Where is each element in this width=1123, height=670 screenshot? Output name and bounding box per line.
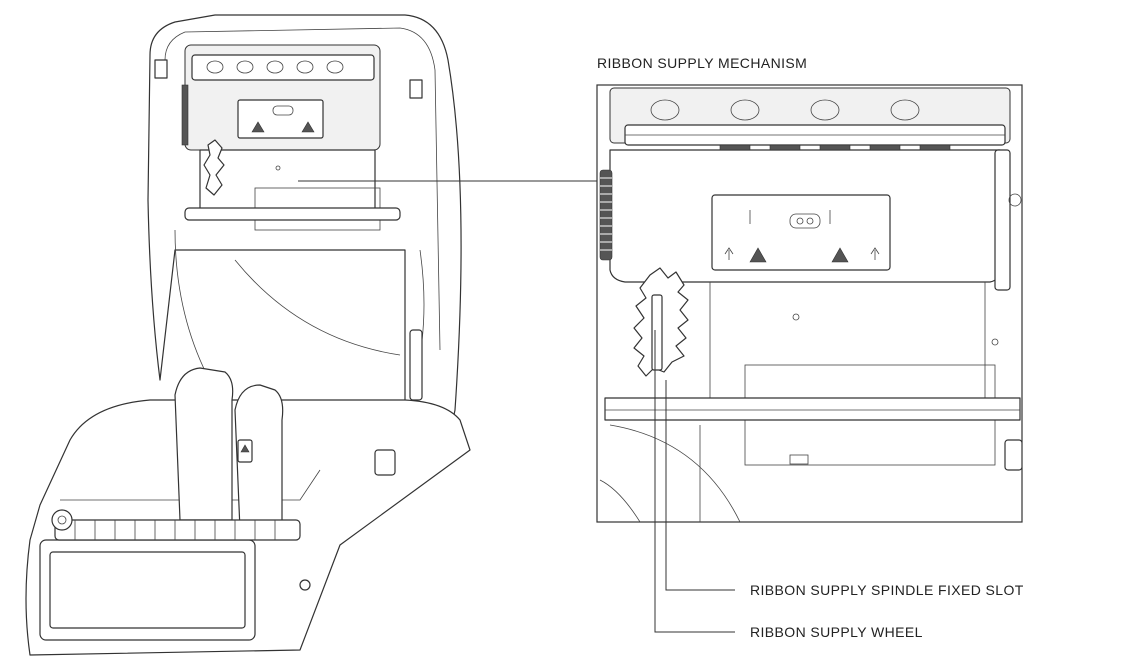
leader-wheel xyxy=(654,330,735,633)
leader-spindle-slot xyxy=(665,380,735,591)
callout-wheel: RIBBON SUPPLY WHEEL xyxy=(750,624,923,640)
ribbon-supply-wheel-overview xyxy=(203,139,225,196)
media-holder-right xyxy=(234,384,284,531)
ribbon-rod xyxy=(184,207,401,221)
callout-spindle-slot: RIBBON SUPPLY SPINDLE FIXED SLOT xyxy=(750,582,1024,598)
printer-illustration xyxy=(25,14,471,656)
warning-label xyxy=(711,194,891,271)
gear xyxy=(181,84,189,146)
detail-title: RIBBON SUPPLY MECHANISM xyxy=(597,55,807,71)
detail-panel xyxy=(596,84,1023,523)
drive-gear xyxy=(599,169,613,261)
platen-roller xyxy=(54,519,301,541)
media-holder-left xyxy=(174,367,234,521)
ribbon-rod-detail xyxy=(604,397,1021,421)
